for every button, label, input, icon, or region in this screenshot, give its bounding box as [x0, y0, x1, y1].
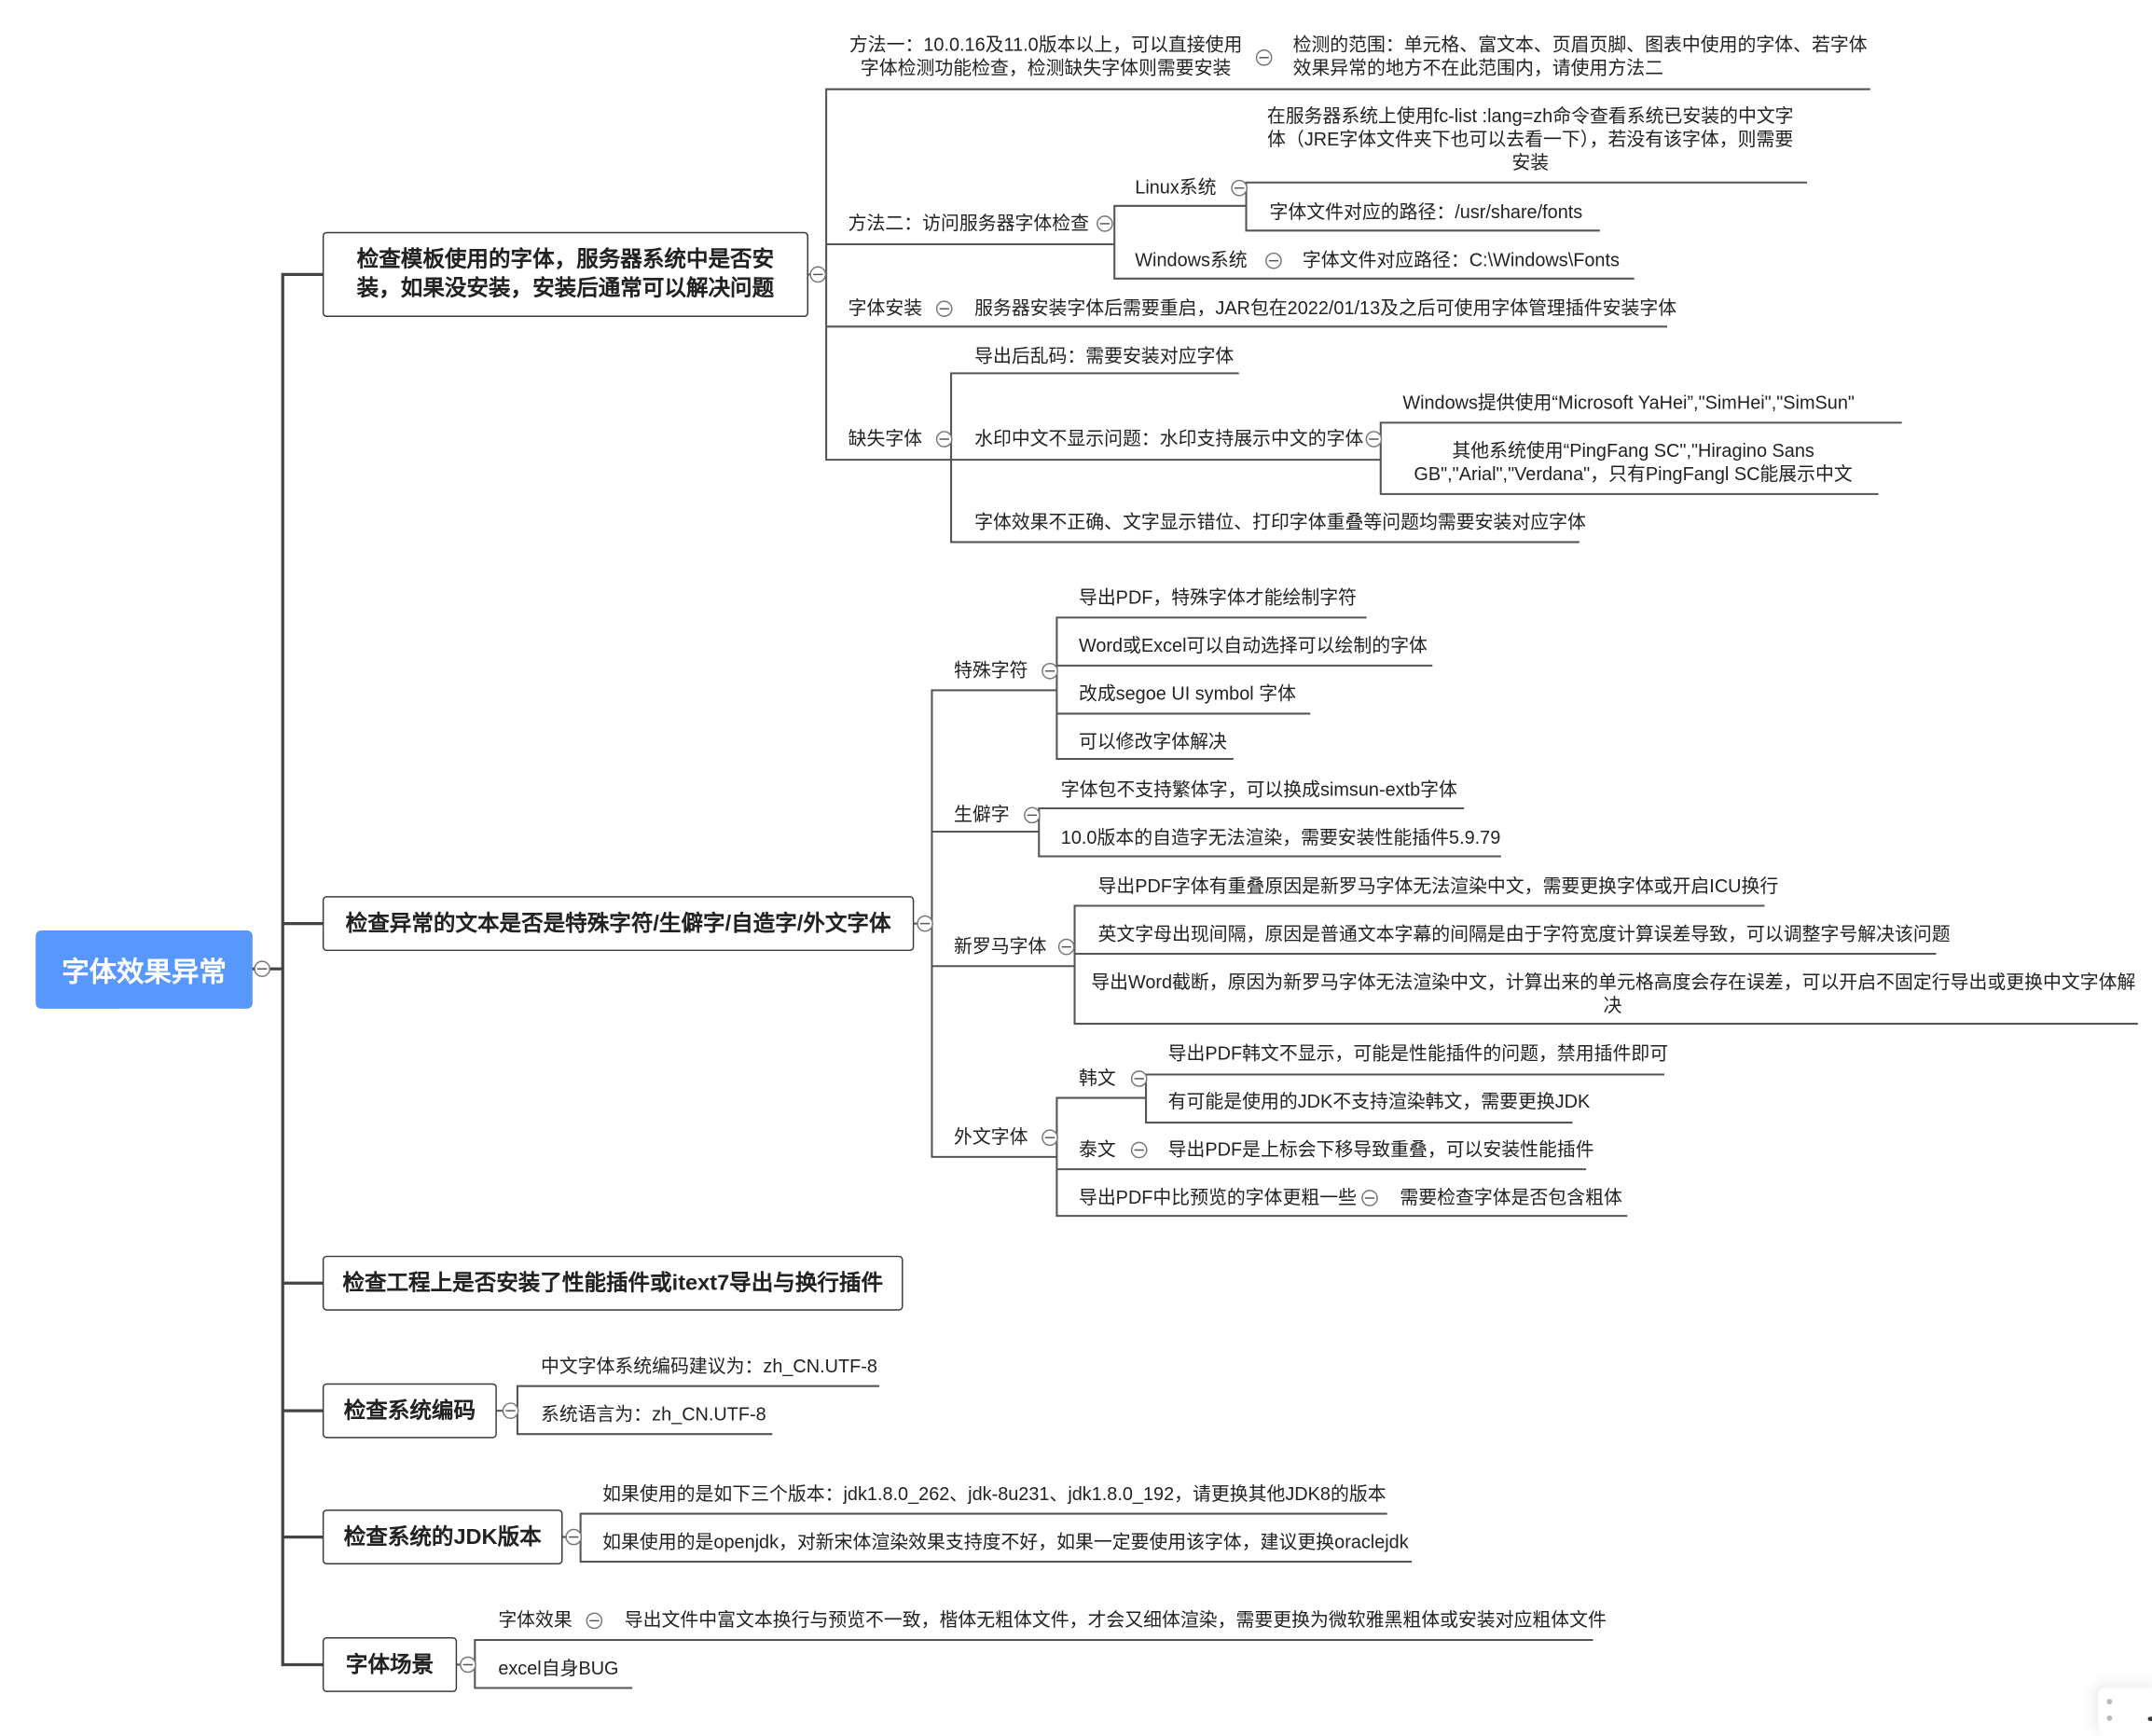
node-line: 检测的范围：单元格、富文本、页眉页脚、图表中使用的字体、若字体	[1292, 34, 1868, 55]
collapse-toggle-icon[interactable]	[460, 1656, 476, 1674]
node-garbled[interactable]: 导出后乱码：需要安装对应字体	[974, 345, 1235, 367]
topic-check-plugins[interactable]: 检查工程上是否安装了性能插件或itext7导出与换行插件	[322, 1255, 904, 1311]
collapse-toggle-icon[interactable]	[1265, 252, 1282, 269]
collapse-toggle-icon[interactable]	[1255, 48, 1273, 66]
node-special-item[interactable]: 导出PDF，特殊字体才能绘制字符	[1078, 586, 1358, 609]
dot-icon	[2106, 1715, 2113, 1721]
collapse-toggle-icon[interactable]	[1042, 662, 1058, 680]
topic-check-jdk[interactable]: 检查系统的JDK版本	[322, 1509, 563, 1565]
collapse-toggle-icon[interactable]	[1024, 806, 1041, 824]
node-watermark-other[interactable]: 其他系统使用“PingFang SC","Hiragino Sans GB","…	[1393, 439, 1873, 486]
node-jdk-item[interactable]: 如果使用的是openjdk，对新宋体渲染效果支持度不好，如果一定要使用该字体，建…	[602, 1531, 1409, 1552]
collapse-toggle-icon[interactable]	[565, 1528, 583, 1546]
node-roman-word[interactable]: 导出Word截断，原因为新罗马字体无法渲染中文，计算出来的单元格高度会存在误差，…	[1091, 971, 2136, 1017]
node-watermark[interactable]: 水印中文不显示问题：水印支持展示中文的字体	[974, 428, 1364, 449]
node-korean-item[interactable]: 有可能是使用的JDK不支持渲染韩文，需要更换JDK	[1167, 1091, 1591, 1112]
node-rare-item[interactable]: 10.0版本的自造字无法渲染，需要安装性能插件5.9.79	[1060, 827, 1501, 848]
node-line: 决	[1603, 995, 1622, 1016]
topic-label-line: 检查模板使用的字体，服务器系统中是否安	[356, 248, 775, 272]
node-korean-item[interactable]: 导出PDF韩文不显示，可能是性能插件的问题，禁用插件即可	[1167, 1042, 1669, 1064]
collapse-toggle-icon[interactable]	[254, 960, 270, 978]
node-linux[interactable]: Linux系统	[1135, 176, 1217, 198]
collapse-toggle-icon[interactable]	[502, 1402, 519, 1419]
collapse-toggle-icon[interactable]	[1130, 1141, 1148, 1159]
node-font-install-detail[interactable]: 服务器安装字体后需要重启，JAR包在2022/01/13及之后可使用字体管理插件…	[974, 297, 1677, 319]
node-special-item[interactable]: 可以修改字体解决	[1078, 731, 1227, 752]
node-excel-bug[interactable]: excel自身BUG	[498, 1658, 619, 1679]
node-rare-chars[interactable]: 生僻字	[953, 804, 1010, 825]
node-method-two[interactable]: 方法二：访问服务器字体检查	[848, 213, 1089, 234]
node-method-one[interactable]: 方法一：10.0.16及11.0版本以上，可以直接使用 字体检测功能检查，检测缺…	[840, 33, 1252, 79]
node-windows[interactable]: Windows系统	[1135, 249, 1248, 270]
collapse-toggle-icon[interactable]	[1130, 1070, 1148, 1087]
collapse-toggle-icon[interactable]	[1042, 1129, 1058, 1147]
node-font-effect-scenario[interactable]: 字体效果	[498, 1609, 572, 1631]
node-line: 效果异常的地方不在此范围内，请使用方法二	[1292, 57, 1663, 78]
node-foreign-fonts[interactable]: 外文字体	[953, 1126, 1028, 1148]
node-line: 体（JRE字体文件夹下也可以去看一下），若没有该字体，则需要	[1267, 129, 1794, 150]
node-encoding-item[interactable]: 系统语言为：zh_CN.UTF-8	[540, 1403, 766, 1425]
collapse-toggle-icon[interactable]	[935, 300, 953, 318]
topic-label: 检查模板使用的字体，服务器系统中是否安 装，如果没安装，安装后通常可以解决问题	[357, 245, 774, 303]
collapse-toggle-icon[interactable]	[1057, 938, 1075, 956]
collapse-toggle-icon[interactable]	[917, 915, 933, 932]
collapse-toggle-icon[interactable]	[586, 1612, 603, 1630]
node-line: 导出Word截断，原因为新罗马字体无法渲染中文，计算出来的单元格高度会存在误差，…	[1091, 971, 2136, 993]
node-missing-font[interactable]: 缺失字体	[848, 428, 923, 449]
collapse-toggle-icon[interactable]	[1097, 215, 1113, 232]
node-thai[interactable]: 泰文	[1078, 1138, 1116, 1160]
node-bold-pdf-item[interactable]: 需要检查字体是否包含粗体	[1400, 1187, 1622, 1208]
node-times-roman[interactable]: 新罗马字体	[953, 935, 1047, 957]
node-line: 字体检测功能检查，检测缺失字体则需要安装	[860, 57, 1232, 78]
node-thai-item[interactable]: 导出PDF是上标会下移导致重叠，可以安装性能插件	[1167, 1138, 1594, 1160]
node-bold-pdf[interactable]: 导出PDF中比预览的字体更粗一些	[1078, 1187, 1358, 1208]
node-font-effect-scenario-item[interactable]: 导出文件中富文本换行与预览不一致，楷体无粗体文件，才会又细体渲染，需要更换为微软…	[624, 1609, 1607, 1631]
node-watermark-windows[interactable]: Windows提供使用“Microsoft YaHei”,"SimHei","S…	[1402, 392, 1855, 414]
node-linux-path[interactable]: 字体文件对应的路径：/usr/share/fonts	[1269, 201, 1583, 223]
node-rare-item[interactable]: 字体包不支持繁体字，可以换成simsun-extb字体	[1060, 779, 1457, 801]
node-line: GB","Arial","Verdana"，只有PingFangl SC能展示中…	[1414, 463, 1853, 485]
connector	[913, 616, 2138, 1218]
collapse-toggle-icon[interactable]	[935, 431, 953, 448]
node-jdk-item[interactable]: 如果使用的是如下三个版本：jdk1.8.0_262、jdk-8u231、jdk1…	[602, 1483, 1386, 1505]
node-font-install[interactable]: 字体安装	[848, 297, 923, 319]
collapse-toggle-icon[interactable]	[809, 266, 827, 283]
dot-icon	[2106, 1699, 2113, 1705]
node-korean[interactable]: 韩文	[1078, 1068, 1116, 1089]
topic-label-line: 装，如果没安装，安装后通常可以解决问题	[356, 277, 775, 301]
node-method-one-scope[interactable]: 检测的范围：单元格、富文本、页眉页脚、图表中使用的字体、若字体 效果异常的地方不…	[1293, 33, 1868, 79]
root-topic[interactable]: 字体效果异常	[35, 930, 253, 1009]
node-windows-path[interactable]: 字体文件对应路径：C:\Windows\Fonts	[1302, 249, 1620, 270]
zoom-out-icon[interactable]	[2147, 1716, 2152, 1721]
node-encoding-item[interactable]: 中文字体系统编码建议为：zh_CN.UTF-8	[540, 1356, 877, 1377]
node-font-effect[interactable]: 字体效果不正确、文字显示错位、打印字体重叠等问题均需要安装对应字体	[974, 512, 1586, 533]
topic-check-encoding[interactable]: 检查系统编码	[322, 1383, 497, 1439]
node-line: 在服务器系统上使用fc-list :lang=zh命令查看系统已安装的中文字	[1266, 105, 1794, 127]
node-special-chars[interactable]: 特殊字符	[953, 660, 1028, 682]
node-roman-item[interactable]: 导出PDF字体有重叠原因是新罗马字体无法渲染中文，需要更换字体或开启ICU换行	[1097, 875, 1779, 897]
node-line: 安装	[1511, 152, 1550, 173]
node-special-item[interactable]: 改成segoe UI symbol 字体	[1078, 683, 1296, 705]
node-linux-fc-list[interactable]: 在服务器系统上使用fc-list :lang=zh命令查看系统已安装的中文字 体…	[1256, 104, 1805, 174]
topic-font-scenarios[interactable]: 字体场景	[322, 1637, 458, 1692]
node-special-item[interactable]: Word或Excel可以自动选择可以绘制的字体	[1078, 635, 1428, 656]
collapse-toggle-icon[interactable]	[1231, 179, 1248, 197]
node-line: 其他系统使用“PingFang SC","Hiragino Sans	[1452, 440, 1814, 462]
node-roman-item[interactable]: 英文字母出现间隔，原因是普通文本字幕的间隔是由于字符宽度计算误差导致，可以调整字…	[1097, 923, 1951, 944]
collapse-toggle-icon[interactable]	[1365, 431, 1383, 448]
zoom-control-panel[interactable]	[2098, 1688, 2152, 1736]
node-line: 方法一：10.0.16及11.0版本以上，可以直接使用	[848, 34, 1243, 55]
collapse-toggle-icon[interactable]	[1361, 1190, 1378, 1206]
topic-check-special-text[interactable]: 检查异常的文本是否是特殊字符/生僻字/自造字/外文字体	[322, 896, 915, 952]
topic-check-template-fonts[interactable]: 检查模板使用的字体，服务器系统中是否安 装，如果没安装，安装后通常可以解决问题	[322, 231, 808, 318]
